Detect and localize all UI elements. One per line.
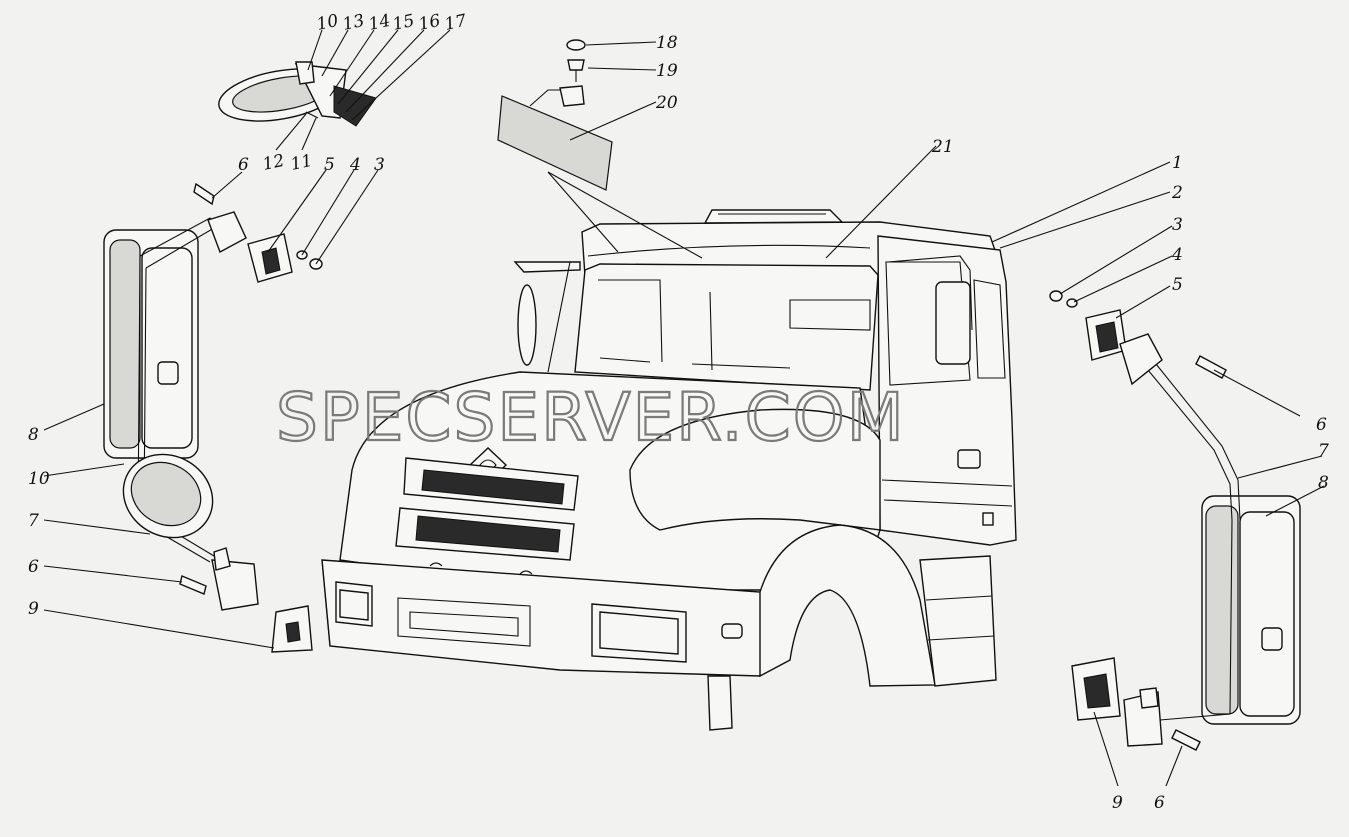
- callout-12: 12: [261, 151, 286, 175]
- callout-7-right: 7: [1318, 441, 1329, 461]
- callout-9-right: 9: [1112, 793, 1123, 813]
- callout-21: 21: [931, 137, 954, 157]
- callout-6-right-upper: 6: [1316, 415, 1327, 435]
- callout-16: 16: [417, 11, 442, 35]
- callout-6-left-upper: 6: [238, 155, 249, 175]
- callout-10-left: 10: [28, 469, 50, 489]
- callout-5-left: 5: [324, 155, 335, 175]
- callout-2: 2: [1171, 183, 1183, 203]
- callout-14: 14: [367, 11, 392, 35]
- callout-4-left: 4: [349, 155, 361, 175]
- callout-8-right: 8: [1318, 473, 1329, 493]
- ramp-mirror-assembly: [218, 61, 377, 127]
- left-mirror-assembly: [103, 182, 323, 653]
- callout-labels: 10 13 14 15 16 17 12 11 6 5 4 3 8 10 7 6…: [28, 11, 1329, 813]
- callout-6-left-lower: 6: [28, 557, 39, 577]
- callout-5-right: 5: [1172, 275, 1183, 295]
- callout-1: 1: [1172, 153, 1183, 173]
- callout-10-top: 10: [315, 11, 340, 35]
- callout-9-left: 9: [28, 599, 39, 619]
- callout-17: 17: [443, 11, 468, 35]
- callout-4-right: 4: [1171, 245, 1183, 265]
- callout-18: 18: [656, 33, 678, 53]
- callout-13: 13: [341, 11, 366, 35]
- callout-3-right: 3: [1172, 215, 1183, 235]
- truck-cab: [321, 209, 1017, 731]
- leader-lines: [43, 29, 1325, 787]
- callout-6-right-lower: 6: [1154, 793, 1165, 813]
- callout-15: 15: [391, 11, 416, 35]
- callout-19: 19: [656, 61, 678, 81]
- callout-3-left: 3: [374, 155, 385, 175]
- callout-11: 11: [289, 151, 314, 175]
- callout-8-left: 8: [28, 425, 39, 445]
- callout-7-left: 7: [28, 511, 39, 531]
- callout-20: 20: [655, 93, 678, 113]
- right-mirror-assembly: [1049, 290, 1301, 751]
- watermark: SPECSERVER.COM: [276, 379, 906, 456]
- sun-visor-assembly: [497, 39, 613, 191]
